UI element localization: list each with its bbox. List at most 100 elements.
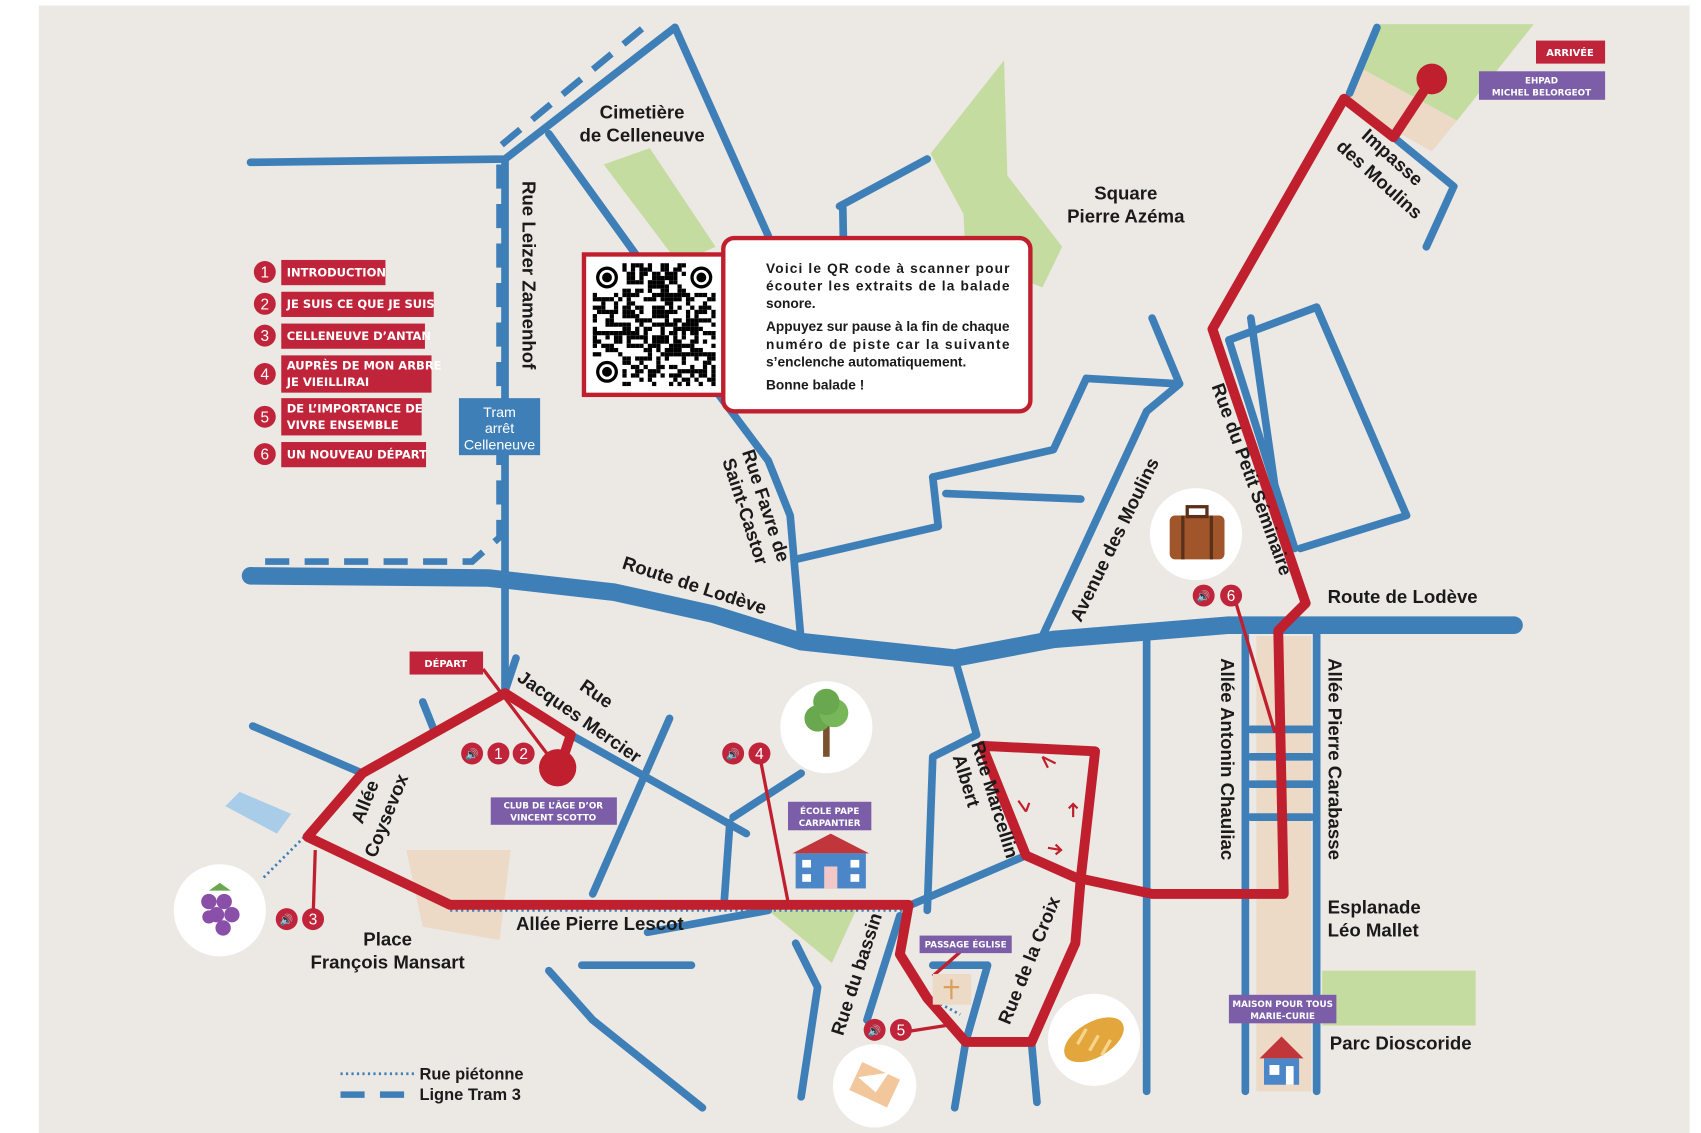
- place-label: Place: [363, 928, 412, 949]
- track-marker-6[interactable]: 🔊 6: [1192, 584, 1243, 607]
- fountain-icon: [225, 791, 292, 834]
- legend-item-2: 2 JE SUIS CE QUE JE SUIS: [253, 291, 435, 317]
- track-marker-5[interactable]: 🔊 5: [863, 1018, 912, 1041]
- place-label: Léo Mallet: [1328, 920, 1419, 941]
- arrival-point-marker: [1416, 63, 1448, 95]
- legend-item-5: 5 DE L’IMPORTANCE DE VIVRE ENSEMBLE: [253, 398, 423, 436]
- depart-leader: [481, 668, 559, 769]
- place-label: Parc Dioscoride: [1330, 1033, 1472, 1054]
- track-number: 5: [897, 1022, 906, 1039]
- envelope-icon: [832, 1044, 917, 1128]
- legend-item-6: 6 UN NOUVEAU DÉPART: [253, 442, 427, 468]
- legend-label: JE VIEILLIRAI: [286, 375, 369, 389]
- street-label: Allée Antonin Chauliac: [1217, 658, 1238, 860]
- speaker-icon: 🔊: [726, 747, 740, 761]
- track-marker-1-2[interactable]: 🔊 1 2: [461, 742, 535, 765]
- track-6-leader: [1232, 597, 1277, 734]
- place-labels: Cimetière de Celleneuve Square Pierre Az…: [311, 101, 1472, 1053]
- ehpad-plaza: [1347, 68, 1458, 152]
- track-number: 4: [755, 746, 764, 763]
- map-legend: Rue piétonne Ligne Tram 3: [340, 1065, 524, 1104]
- legend-item-3: 3 CELLENEUVE D’ANTAN: [253, 323, 431, 349]
- legend-label: DE L’IMPORTANCE DE: [287, 401, 423, 415]
- track-legend: 1 INTRODUCTION 2 JE SUIS CE QUE JE SUIS …: [253, 259, 442, 468]
- legend-tram: Ligne Tram 3: [419, 1086, 520, 1104]
- suitcase-icon: [1149, 488, 1243, 581]
- place-label: Esplanade: [1328, 897, 1421, 918]
- legend-label: AUPRÈS DE MON ARBRE: [287, 358, 442, 373]
- speaker-icon: 🔊: [465, 747, 479, 761]
- legend-label: INTRODUCTION: [287, 265, 386, 279]
- grapes-icon: [173, 864, 266, 957]
- legend-number: 4: [261, 366, 270, 383]
- qr-code[interactable]: [592, 263, 716, 387]
- place-label: Cimetière: [600, 101, 685, 122]
- qr-text-line: Bonne balade !: [766, 377, 864, 392]
- house-icon: [1259, 1036, 1304, 1085]
- school-icon: [792, 833, 870, 889]
- track-marker-3[interactable]: 🔊 3: [275, 908, 325, 931]
- speaker-icon: 🔊: [1197, 589, 1211, 603]
- cemetery-area: [603, 148, 716, 264]
- qr-text-line: Appuyez sur pause à la fin de chaque: [766, 319, 1010, 334]
- tram-stop-text: Celleneuve: [464, 438, 535, 454]
- legend-label: JE SUIS CE QUE JE SUIS: [286, 297, 435, 311]
- place-label: Pierre Azéma: [1067, 206, 1185, 227]
- legend-item-4: 4 AUPRÈS DE MON ARBRE JE VIEILLIRAI: [253, 355, 442, 393]
- legend-label: CELLENEUVE D’ANTAN: [287, 329, 431, 343]
- street-label: Allée Pierre Lescot: [516, 913, 684, 934]
- ecole-badge: ÉCOLE PAPE: [800, 805, 859, 817]
- track-markers: 🔊 1 2 🔊 3 🔊 4 🔊 5 🔊 6: [275, 584, 1243, 1041]
- legend-item-1: 1 INTRODUCTION: [253, 259, 386, 286]
- place-label: Square: [1094, 183, 1157, 204]
- maison-badge: MAISON POUR TOUS: [1232, 1000, 1333, 1010]
- street-label: Allée Pierre Carabasse: [1325, 658, 1346, 860]
- walking-route: [302, 74, 1437, 1047]
- track-number: 2: [519, 746, 528, 763]
- track-3-leader: [311, 849, 317, 920]
- place-label: de Celleneuve: [579, 124, 704, 145]
- legend-number: 2: [261, 296, 270, 313]
- track-marker-4[interactable]: 🔊 4: [722, 742, 771, 765]
- pictograms: [173, 488, 1304, 1128]
- street-label: Rue Leizer Zamenhof: [519, 181, 540, 370]
- eglise-leader: [931, 950, 962, 978]
- bread-icon: [1047, 993, 1141, 1086]
- church-cross-icon: [932, 973, 972, 1005]
- tree-icon: [780, 681, 873, 774]
- badges: DÉPART ARRIVÉE EHPAD MICHEL BELORGEOT CL…: [409, 40, 1606, 1024]
- speaker-icon: 🔊: [280, 913, 294, 927]
- direction-arrows: [1017, 755, 1079, 856]
- depart-badge: DÉPART: [424, 657, 467, 670]
- qr-text-line: numéro de piste car la suivante: [766, 337, 1010, 352]
- track-number: 3: [309, 912, 318, 929]
- place-mansart-area: [406, 850, 511, 940]
- legend-label: VIVRE ENSEMBLE: [287, 418, 399, 432]
- qr-text-line: sonore.: [766, 296, 816, 311]
- qr-text-line: s’enclenche automatiquement.: [766, 354, 966, 369]
- speaker-icon: 🔊: [868, 1023, 882, 1037]
- legend-number: 5: [261, 409, 270, 426]
- ehpad-badge: MICHEL BELORGEOT: [1492, 88, 1591, 98]
- legend-pedestrian: Rue piétonne: [419, 1065, 523, 1083]
- tram-stop-text: Tram: [483, 405, 516, 421]
- legend-number: 6: [261, 447, 270, 464]
- club-badge: VINCENT SCOTTO: [510, 813, 597, 823]
- club-badge: CLUB DE L’ÂGE D’OR: [503, 799, 603, 811]
- tram-stop-box: Tram arrêt Celleneuve: [458, 398, 541, 456]
- place-label: François Mansart: [311, 951, 465, 972]
- eglise-badge: PASSAGE ÉGLISE: [925, 939, 1007, 951]
- maison-badge: MARIE-CURIE: [1250, 1012, 1315, 1022]
- qr-text-line: Voici le QR code à scanner pour: [766, 261, 1010, 276]
- legend-label: UN NOUVEAU DÉPART: [287, 446, 427, 461]
- ehpad-park: [1360, 24, 1534, 121]
- small-green: [768, 910, 856, 963]
- arrivee-badge: ARRIVÉE: [1546, 46, 1594, 59]
- legend-number: 1: [261, 264, 270, 281]
- street-label: Route de Lodève: [1328, 586, 1478, 607]
- track-4-leader: [757, 754, 790, 902]
- track-number: 6: [1227, 588, 1236, 605]
- track-5-leader: [910, 1023, 947, 1033]
- legend-number: 3: [261, 328, 270, 345]
